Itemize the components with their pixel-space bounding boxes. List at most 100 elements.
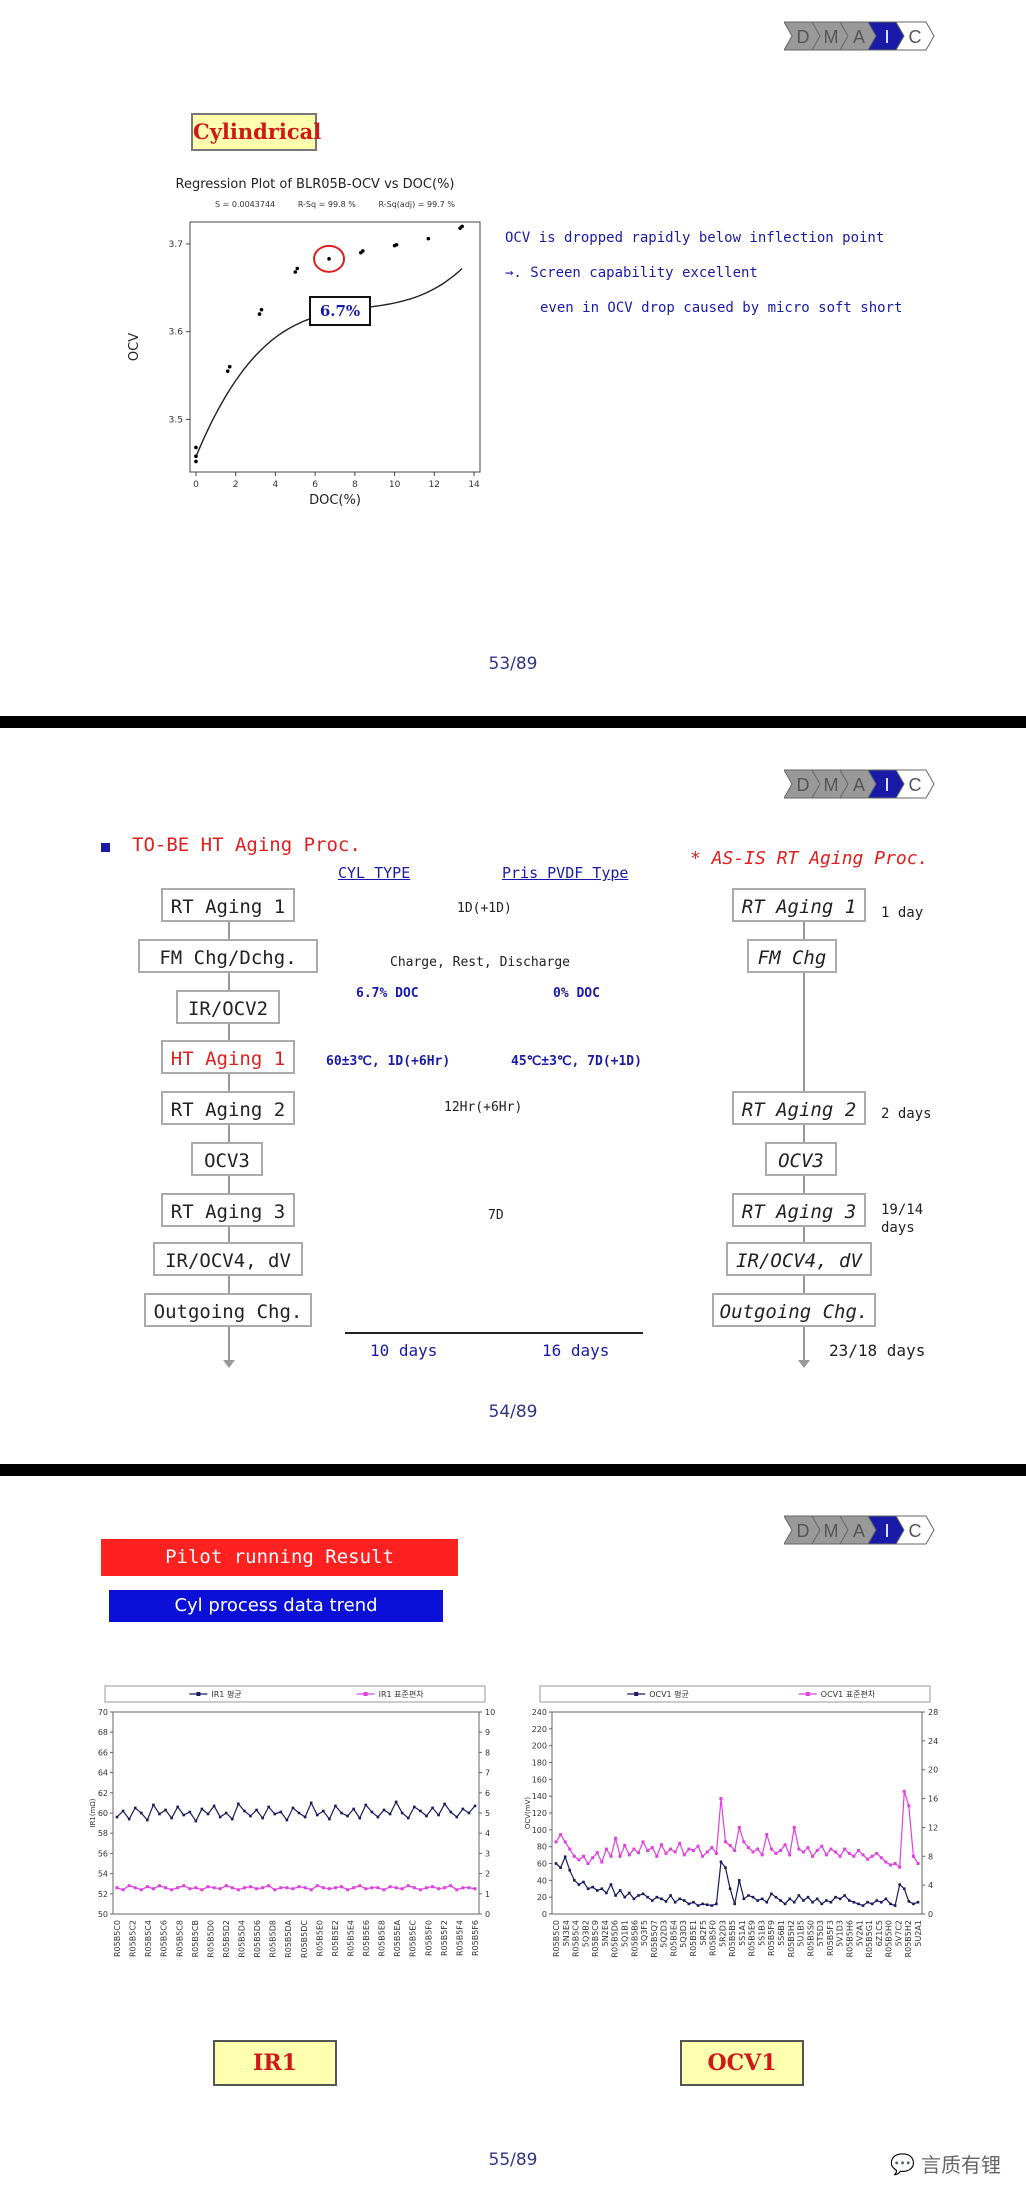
series-std-point (627, 1853, 631, 1857)
y2-tick-label: 5 (485, 1809, 490, 1818)
series-std-point (376, 1886, 380, 1890)
series-std-point (788, 1853, 792, 1857)
legend-label-std: IR1 표준편차 (379, 1689, 425, 1699)
y-tick-label: 58 (98, 1829, 108, 1838)
series-mean-point (719, 1860, 723, 1864)
series-mean-point (857, 1902, 860, 1906)
dmaic-letter: D (797, 27, 810, 47)
data-point (327, 257, 331, 261)
page-number: 55/89 (488, 2150, 538, 2170)
series-mean-point (152, 1803, 155, 1807)
y2-tick-label: 10 (485, 1708, 495, 1717)
x-tick-label: R05B5H0 (885, 1920, 894, 1957)
series-mean-point (683, 1899, 686, 1902)
series-std-point (333, 1886, 337, 1890)
series-std-point (595, 1851, 599, 1855)
y-axis-label: OCV(mV) (524, 1797, 532, 1830)
x-tick-label: 12 (429, 480, 440, 490)
series-mean-point (889, 1902, 892, 1906)
series-mean-point (737, 1879, 741, 1882)
series-std-point (388, 1885, 392, 1889)
y2-tick-label: 7 (485, 1769, 490, 1778)
series-std-point (157, 1884, 161, 1888)
series-std-point (801, 1850, 805, 1854)
series-mean-point (334, 1804, 337, 1808)
series-mean-point (898, 1883, 901, 1886)
series-std-point (898, 1865, 902, 1869)
x-tick-label: R05B5D8 (269, 1920, 278, 1958)
asis-step-ocv3: OCV3 (765, 1142, 837, 1176)
series-mean-point (751, 1895, 755, 1899)
data-point (394, 243, 399, 247)
slide-separator (0, 716, 1026, 728)
x-tick-label: 6 (312, 480, 318, 490)
series-mean-point (664, 1900, 668, 1903)
series-mean-point (194, 1819, 198, 1823)
col-cyl-type: CYL TYPE (338, 864, 411, 882)
series-std-point (806, 1846, 810, 1850)
series-mean-point (870, 1902, 874, 1906)
series-std-point (641, 1840, 645, 1844)
series-mean-point (164, 1808, 167, 1812)
x-tick-label: R05B5C6 (160, 1920, 169, 1957)
x-tick-label: 5R2D3 (718, 1920, 727, 1947)
series-mean-point (701, 1902, 704, 1906)
series-std-point (756, 1847, 760, 1851)
series-mean-point (715, 1902, 718, 1906)
y-tick-label: 70 (98, 1708, 108, 1717)
series-std-point (618, 1854, 622, 1858)
y2-tick-label: 1 (485, 1890, 490, 1899)
series-mean-point (783, 1902, 787, 1906)
series-std-point (724, 1840, 728, 1844)
asis-rt1-days: 1 day (881, 905, 924, 921)
y-tick-label: 160 (532, 1775, 547, 1784)
series-std-point (742, 1840, 746, 1844)
pilot-result-banner: Pilot running Result (101, 1539, 458, 1576)
y-tick-label: 0 (542, 1910, 547, 1919)
page-number: 53/89 (488, 654, 538, 674)
legend-box (539, 1685, 931, 1703)
series-std-point (866, 1857, 870, 1861)
series-mean-point (297, 1811, 301, 1815)
series-mean-point (669, 1894, 672, 1897)
series-std-point (609, 1854, 613, 1858)
y-tick-label: 62 (98, 1789, 108, 1798)
asis-arrow-icon (798, 1360, 810, 1368)
y-tick-label: 40 (537, 1876, 547, 1885)
x-tick-label: R05B5D4 (238, 1920, 247, 1958)
x-tick-label: R05B5F3 (826, 1920, 835, 1956)
x-tick-label: 2 (233, 480, 239, 490)
x-tick-label: 14 (468, 480, 480, 490)
note-3: even in OCV drop caused by micro soft sh… (540, 300, 903, 316)
process-trend-banner: Cyl process data trend (109, 1590, 443, 1622)
asis-step-ir-ocv4: IR/OCV4, dV (726, 1242, 872, 1276)
plot-frame (551, 1711, 923, 1915)
x-tick-label: R05B5D6 (253, 1920, 262, 1958)
series-std-point (687, 1847, 691, 1851)
x-tick-label: 5R2F5 (699, 1920, 708, 1945)
asis-step-outgoing: Outgoing Chg. (712, 1293, 876, 1327)
y-tick-label: 3.6 (169, 328, 184, 338)
series-mean-point (255, 1808, 258, 1812)
series-std-point (586, 1862, 590, 1865)
cylindrical-title: Cylindrical (191, 113, 321, 151)
x-tick-label: R05B5D6 (611, 1920, 620, 1958)
x-tick-label: R05B5B6 (630, 1920, 639, 1957)
y2-tick-label: 6 (485, 1789, 490, 1798)
data-point (194, 459, 198, 464)
series-std-point (303, 1886, 307, 1890)
series-mean-point (586, 1887, 590, 1891)
series-std-point (774, 1851, 778, 1855)
asis-step-rt-aging-3: RT Aging 3 (732, 1193, 866, 1227)
series-mean-point (765, 1900, 769, 1904)
x-tick-label: 5V1D3 (836, 1920, 845, 1947)
y-tick-label: 68 (98, 1728, 108, 1737)
x-tick-label: R05B5C0 (552, 1920, 561, 1957)
legend-label-std: OCV1 표준편차 (821, 1689, 876, 1699)
y-tick-label: 80 (537, 1843, 547, 1852)
series-std-point (467, 1886, 471, 1890)
series-mean-point (614, 1894, 617, 1897)
x-tick-label: R05B5S0 (806, 1920, 815, 1956)
series-mean-point (779, 1899, 782, 1902)
y-tick-label: 54 (98, 1870, 108, 1879)
